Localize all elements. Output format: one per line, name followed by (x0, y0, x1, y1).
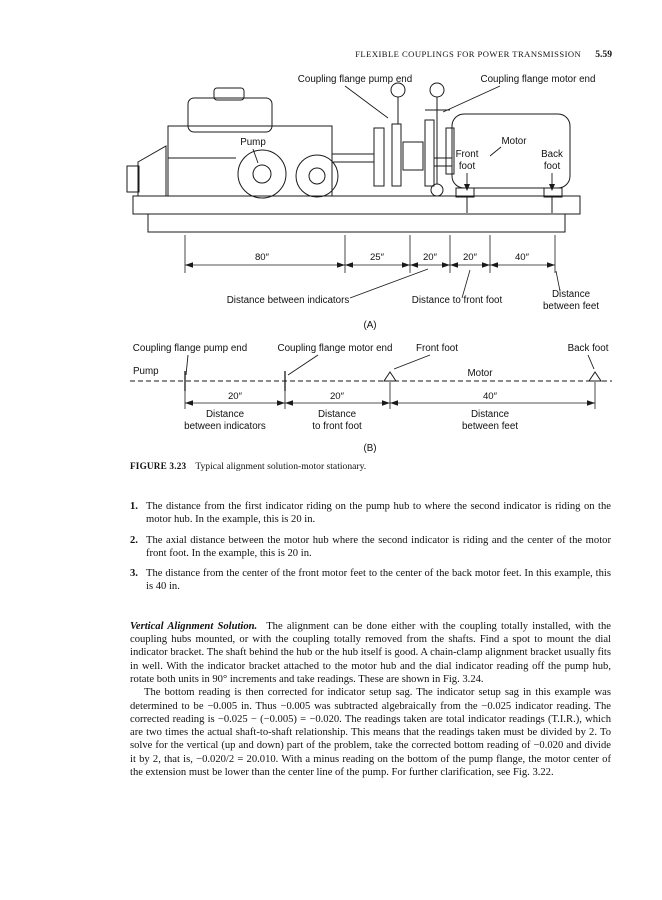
figure-panel-b: Coupling flange pump end Coupling flange… (130, 343, 612, 454)
dim-20-a-b: 20″ (228, 391, 243, 402)
front-foot-marker (383, 371, 397, 382)
label-dist2-2: to front foot (312, 421, 362, 432)
section-heading: Vertical Alignment Solution. (130, 620, 258, 632)
label-dist2-1: Distance (318, 409, 357, 420)
running-title: FLEXIBLE COUPLINGS FOR POWER TRANSMISSIO… (355, 49, 582, 59)
labels-b: Coupling flange pump end Coupling flange… (133, 343, 609, 379)
label-dist3-1: Distance (471, 409, 510, 420)
labels-a: Coupling flange pump end Coupling flange… (240, 74, 595, 172)
section-paragraph-1: Vertical Alignment Solution.The alignmen… (130, 620, 611, 686)
dim-80: 80″ (255, 252, 270, 263)
label-front-foot-1: Front (456, 149, 479, 160)
list-item-number: 2. (130, 534, 138, 546)
label-distance-between-feet-1: Distance (552, 289, 591, 300)
label-coupling-flange-motor-end-b: Coupling flange motor end (278, 343, 393, 354)
label-front-foot-b: Front foot (416, 343, 458, 354)
list-item-text: The axial distance between the motor hub… (146, 534, 611, 559)
figure-caption-label: FIGURE 3.23 (130, 461, 187, 471)
list-item: 3. The distance from the center of the f… (130, 567, 611, 594)
panel-b-tag: (B) (363, 443, 376, 454)
label-back-foot-2: foot (544, 161, 561, 172)
dim-20-a: 20″ (423, 252, 438, 263)
figure-panel-a: Coupling flange pump end Coupling flange… (126, 74, 600, 331)
dimension-lines-a (184, 235, 561, 299)
body-text: 1. The distance from the first indicator… (130, 500, 611, 779)
label-distance-to-front-foot: Distance to front foot (412, 295, 503, 306)
dimension-values-b: 20″ 20″ 40″ (228, 391, 498, 402)
running-header: FLEXIBLE COUPLINGS FOR POWER TRANSMISSIO… (130, 49, 612, 60)
list-item-text: The distance from the center of the fron… (146, 568, 611, 593)
label-dist1-1: Distance (206, 409, 245, 420)
label-coupling-flange-pump-end-b: Coupling flange pump end (133, 343, 247, 354)
dimension-values-a: 80″ 25″ 20″ 20″ 40″ (255, 252, 530, 263)
label-front-foot-2: foot (459, 161, 476, 172)
label-motor: Motor (501, 136, 527, 147)
label-distance-between-feet-2: between feet (543, 301, 599, 312)
dimension-arrowheads-b (185, 400, 595, 406)
list-item: 2. The axial distance between the motor … (130, 534, 611, 561)
back-foot-marker (588, 371, 602, 382)
dim-20-b-b: 20″ (330, 391, 345, 402)
label-dist1-2: between indicators (184, 421, 266, 432)
dim-25: 25″ (370, 252, 385, 263)
distance-captions-a: Distance between indicators Distance to … (227, 289, 600, 331)
label-distance-between-indicators: Distance between indicators (227, 295, 350, 306)
label-pump-b: Pump (133, 366, 159, 377)
list-item-number: 3. (130, 568, 138, 580)
list-item-text: The distance from the first indicator ri… (146, 501, 611, 526)
numbered-list: 1. The distance from the first indicator… (130, 500, 611, 594)
label-dist3-2: between feet (462, 421, 518, 432)
machine-drawing (126, 82, 581, 233)
figure-caption: FIGURE 3.23 Typical alignment solution-mo… (130, 461, 611, 472)
page-number: 5.59 (595, 49, 612, 60)
back-foot-arrowhead (549, 184, 555, 191)
list-item: 1. The distance from the first indicator… (130, 500, 611, 527)
label-motor-b: Motor (467, 368, 493, 379)
label-back-foot-b: Back foot (568, 343, 609, 354)
section-paragraph-2: The bottom reading is then corrected for… (130, 687, 611, 779)
dim-40-b: 40″ (483, 391, 498, 402)
list-item-number: 1. (130, 501, 138, 512)
label-coupling-flange-motor-end: Coupling flange motor end (481, 74, 596, 85)
dim-20-b: 20″ (463, 252, 478, 263)
leader-lines-a (252, 85, 553, 185)
label-pump: Pump (240, 137, 266, 148)
dimension-lines-b (184, 382, 596, 409)
panel-a-tag: (A) (363, 320, 376, 331)
figure-caption-text: Typical alignment solution-motor station… (195, 461, 367, 472)
front-foot-arrowhead (464, 184, 470, 191)
dim-40: 40″ (515, 252, 530, 263)
leader-lines-b (185, 354, 595, 376)
label-coupling-flange-pump-end: Coupling flange pump end (298, 74, 412, 85)
distance-captions-b: Distance between indicators Distance to … (184, 409, 518, 454)
paragraph-1-text: The alignment can be done either with th… (130, 620, 611, 685)
dimension-arrowheads-a (185, 262, 555, 268)
label-back-foot-1: Back (541, 149, 563, 160)
